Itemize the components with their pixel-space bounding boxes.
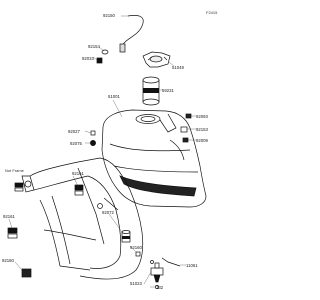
callout-collar-right: 92009 xyxy=(196,138,209,143)
callout-washer-left: 92075 xyxy=(70,141,83,146)
frame-pads xyxy=(7,182,84,278)
callout-cap: 51049 xyxy=(172,65,185,70)
callout-frame-low: 92160 xyxy=(2,258,15,263)
fuel-filter xyxy=(142,76,160,106)
callout-rubber-low: 92160 xyxy=(130,245,143,250)
fuel-cap xyxy=(142,51,171,68)
tank-strap xyxy=(121,230,141,257)
callout-clamp: 92154 xyxy=(88,44,101,49)
ref-code: F2415 xyxy=(206,10,218,15)
callout-grommet-top: 92033 xyxy=(82,56,95,61)
breather-cord xyxy=(119,15,144,53)
frame xyxy=(21,157,144,280)
callout-strap: 92072 xyxy=(102,210,115,215)
callout-frame-pad-upper: 92161 xyxy=(72,171,85,176)
not-frame-note: Not Frame xyxy=(5,168,25,173)
callout-bolt-right: 92153 xyxy=(196,127,209,132)
callout-cord: 92150 xyxy=(103,13,116,18)
callout-filter: 59231 xyxy=(162,88,175,93)
callout-frame-pad-lower: 92161 xyxy=(3,214,16,219)
parts-diagram: F2415 xyxy=(2,10,219,290)
callout-tank: 51001 xyxy=(108,94,121,99)
leader-lines xyxy=(8,15,196,288)
callout-damper-right: 92093 xyxy=(196,114,209,119)
callout-cock: 51023 xyxy=(130,281,143,286)
callout-gasket: 132 xyxy=(156,285,164,290)
collar-left xyxy=(90,130,96,146)
fuel-tank xyxy=(101,109,207,208)
callout-hose: 11061 xyxy=(186,263,198,268)
clamp xyxy=(101,49,109,55)
grommet-top xyxy=(96,57,103,64)
callout-collar-left: 92027 xyxy=(68,129,81,134)
fuel-cock xyxy=(150,257,181,289)
diagram-canvas: F2415 xyxy=(2,10,218,290)
